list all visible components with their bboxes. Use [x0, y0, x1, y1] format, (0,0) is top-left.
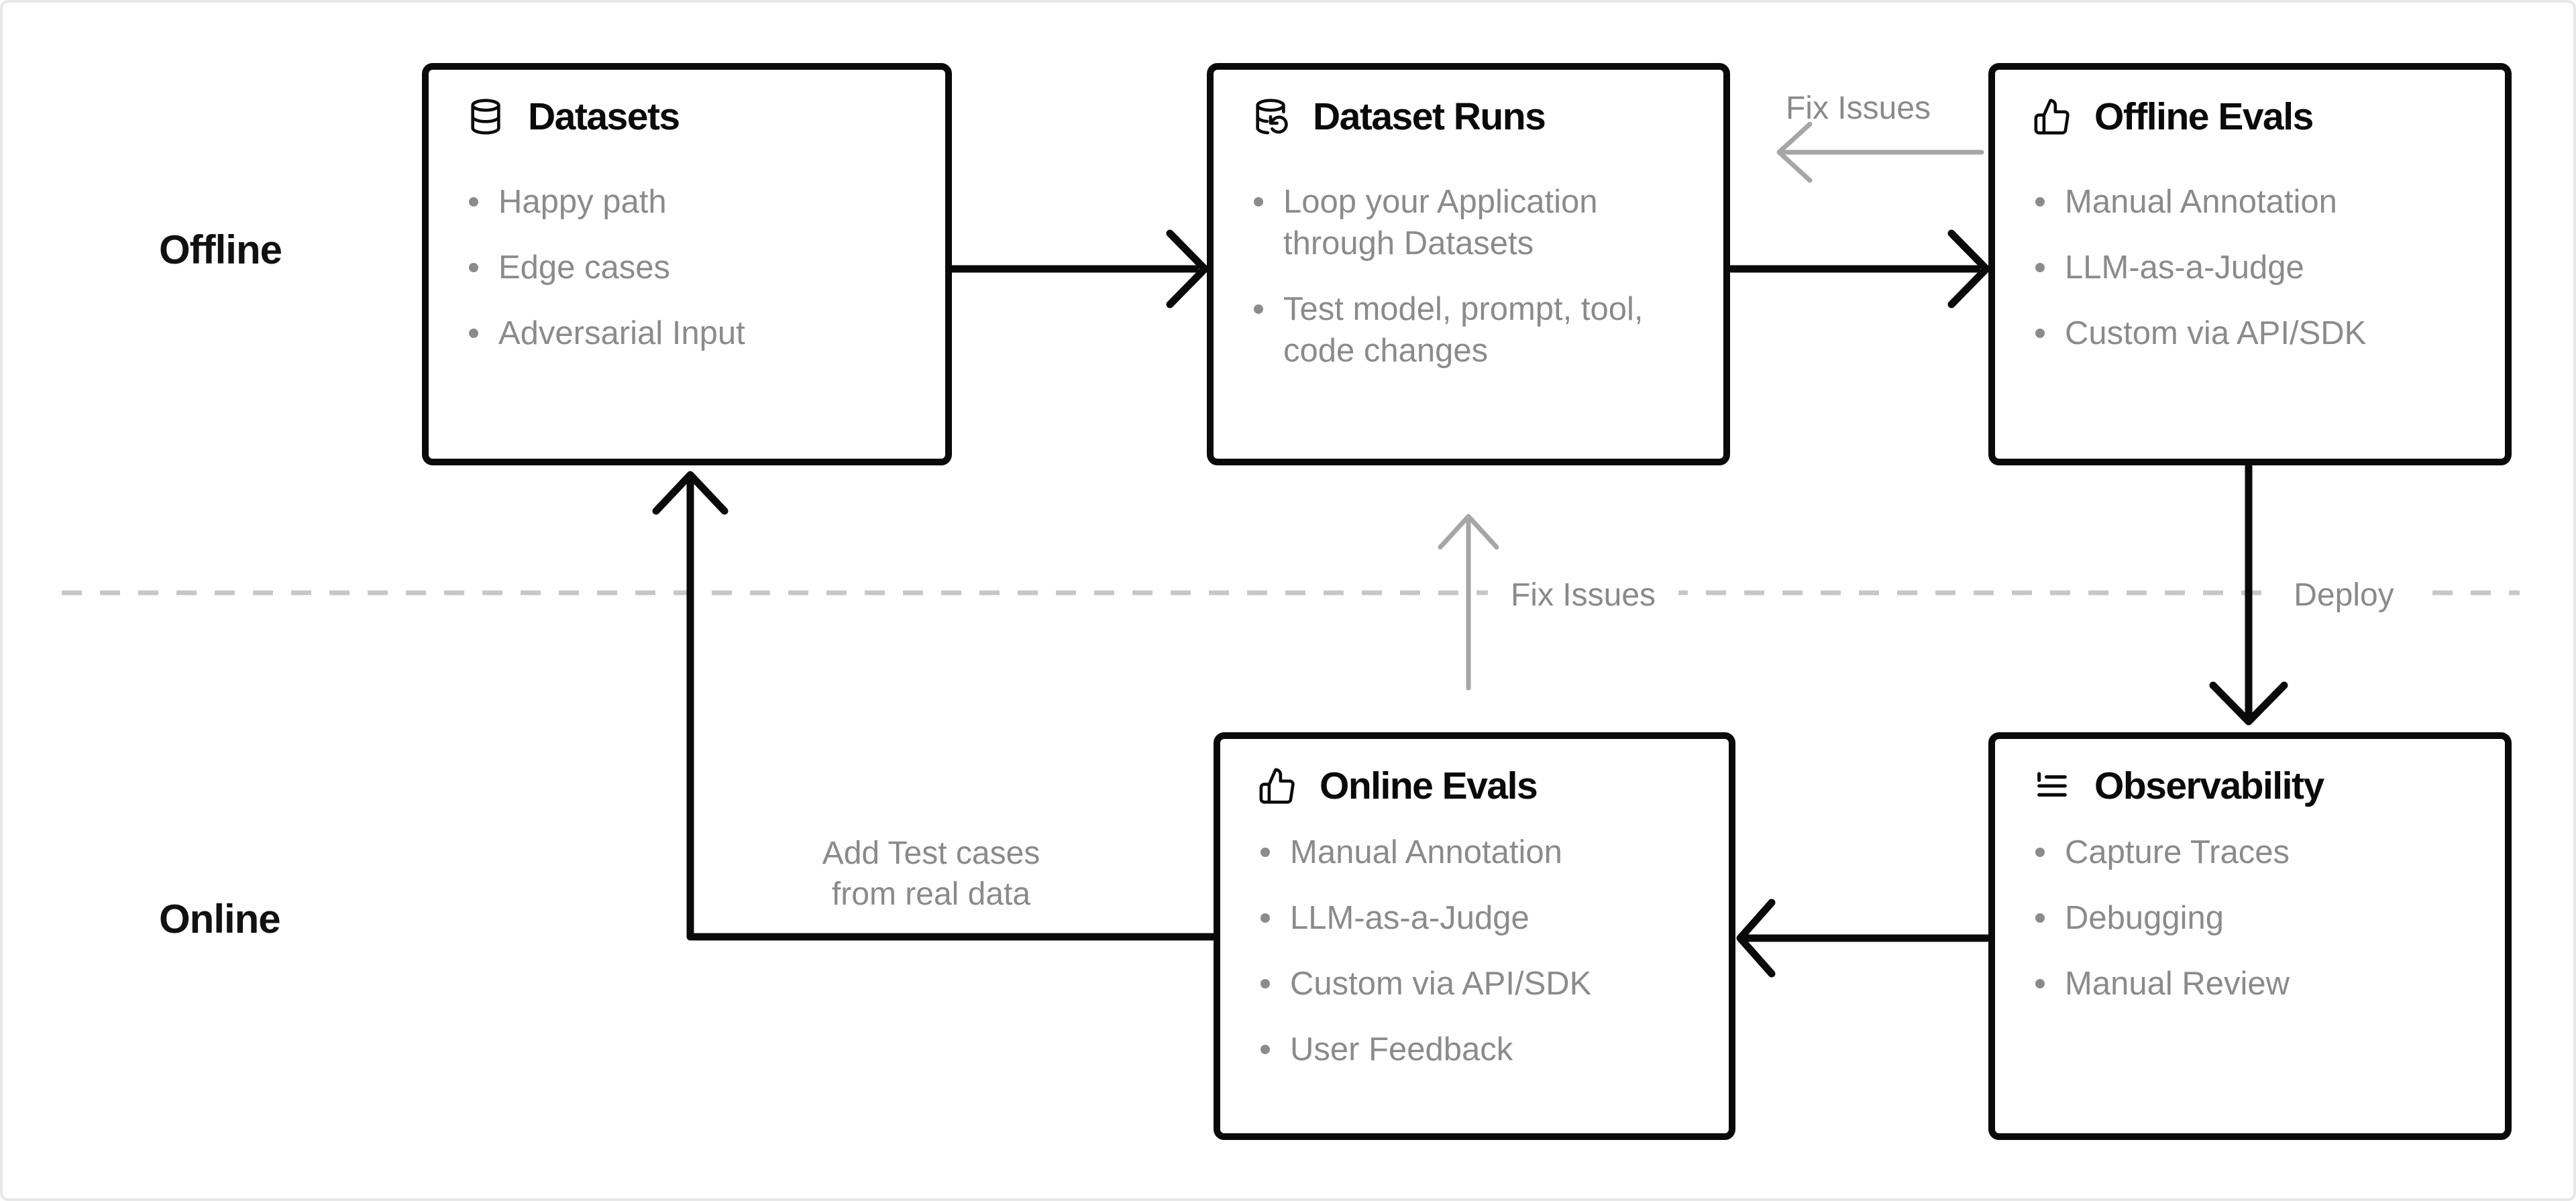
thumbs-up-icon — [1258, 766, 1297, 805]
dataset-runs-header: Dataset Runs — [1251, 95, 1697, 138]
list-item: Manual Annotation — [1258, 832, 1702, 873]
dataset-runs-title: Dataset Runs — [1313, 95, 1546, 138]
arrow-datasets-to-dataset-runs — [948, 229, 1209, 308]
online-evals-header: Online Evals — [1258, 764, 1702, 807]
list-item: Test model, prompt, tool, code changes — [1251, 288, 1697, 371]
list-item: Happy path — [466, 181, 918, 223]
dataset-runs-bullet-list: Loop your Application through Datasets T… — [1251, 181, 1697, 371]
list-item: Debugging — [2033, 897, 2478, 939]
dataset-runs-node: Dataset Runs Loop your Application throu… — [1207, 63, 1730, 465]
fix-issues-top-label: Fix Issues — [1785, 91, 1931, 126]
deploy-label: Deploy — [2271, 571, 2417, 620]
database-refresh-icon — [1251, 97, 1290, 136]
arrow-fix-issues-offline-evals-to-dataset-runs — [1776, 121, 1984, 183]
arrow-observability-to-online-evals — [1736, 899, 1991, 978]
list-item: User Feedback — [1258, 1029, 1702, 1070]
add-test-cases-label: Add Test cases from real data — [822, 833, 1040, 915]
add-test-cases-line1: Add Test cases — [822, 836, 1040, 871]
list-item: Manual Annotation — [2033, 181, 2478, 223]
arrow-online-evals-loop-to-datasets — [652, 471, 1218, 941]
list-item: LLM-as-a-Judge — [1258, 897, 1702, 939]
database-icon — [466, 97, 505, 136]
list-item: Manual Review — [2033, 963, 2478, 1005]
trace-list-icon — [2033, 766, 2072, 805]
add-test-cases-line2: from real data — [831, 876, 1031, 912]
observability-title: Observability — [2094, 764, 2324, 807]
datasets-bullet-list: Happy path Edge cases Adversarial Input — [466, 181, 918, 354]
list-item: Loop your Application through Datasets — [1251, 181, 1697, 264]
list-item: Capture Traces — [2033, 832, 2478, 873]
offline-evals-header: Offline Evals — [2033, 95, 2478, 138]
list-item: Adversarial Input — [466, 312, 918, 354]
list-item: Custom via API/SDK — [2033, 312, 2478, 354]
datasets-header: Datasets — [466, 95, 918, 138]
online-evals-title: Online Evals — [1320, 764, 1538, 807]
observability-bullet-list: Capture Traces Debugging Manual Review — [2033, 832, 2478, 1005]
observability-node: Observability Capture Traces Debugging M… — [1988, 732, 2512, 1140]
offline-evals-node: Offline Evals Manual Annotation LLM-as-a… — [1988, 63, 2512, 465]
offline-row-label: Offline — [159, 227, 282, 272]
observability-header: Observability — [2033, 764, 2478, 807]
arrow-fix-issues-online-evals-to-dataset-runs — [1438, 514, 1499, 691]
thumbs-up-icon — [2033, 97, 2072, 136]
fix-issues-middle-label: Fix Issues — [1487, 571, 1679, 620]
offline-evals-title: Offline Evals — [2094, 95, 2314, 138]
arrow-deploy-offline-evals-to-observability — [2209, 463, 2288, 726]
datasets-node: Datasets Happy path Edge cases Adversari… — [422, 63, 952, 465]
datasets-title: Datasets — [528, 95, 680, 138]
offline-evals-bullet-list: Manual Annotation LLM-as-a-Judge Custom … — [2033, 181, 2478, 354]
arrow-dataset-runs-to-offline-evals — [1726, 229, 1990, 308]
online-row-label: Online — [159, 897, 281, 941]
online-evals-bullet-list: Manual Annotation LLM-as-a-Judge Custom … — [1258, 832, 1702, 1070]
list-item: Custom via API/SDK — [1258, 963, 1702, 1005]
list-item: LLM-as-a-Judge — [2033, 247, 2478, 288]
list-item: Edge cases — [466, 247, 918, 288]
connector-layer — [62, 121, 2520, 978]
online-evals-node: Online Evals Manual Annotation LLM-as-a-… — [1214, 732, 1735, 1140]
